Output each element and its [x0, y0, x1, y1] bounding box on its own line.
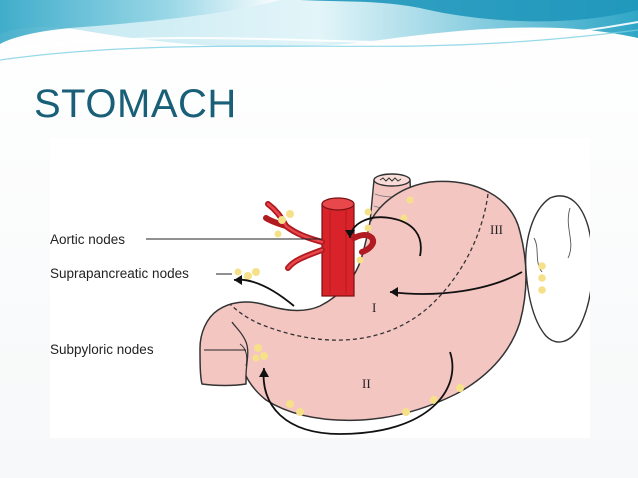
arrow-region-III [389, 271, 523, 295]
slide-title: STOMACH [34, 82, 237, 126]
suprapancreatic-nodes-label: Suprapancreatic nodes [50, 266, 189, 281]
label-leaders [146, 238, 322, 351]
aortic-nodes-label: Aortic nodes [50, 232, 125, 247]
header-banner [0, 0, 638, 61]
arrow-cardia [349, 216, 422, 257]
lymph-nodes [234, 196, 464, 416]
aorta [321, 203, 355, 297]
stomach-lymph-node-diagram: I II III Aortic nodes Suprapancreatic no… [50, 138, 590, 438]
region-label-I: I [372, 300, 376, 315]
region-label-II: II [362, 376, 371, 391]
subpyloric-nodes-label: Subpyloric nodes [50, 342, 154, 357]
drainage-arrows [233, 216, 523, 435]
arrow-region-II [262, 351, 454, 435]
spleen [525, 195, 590, 343]
region-label-III: III [490, 222, 503, 237]
esophagus-opening [373, 173, 411, 187]
stomach-antrum [199, 180, 527, 422]
